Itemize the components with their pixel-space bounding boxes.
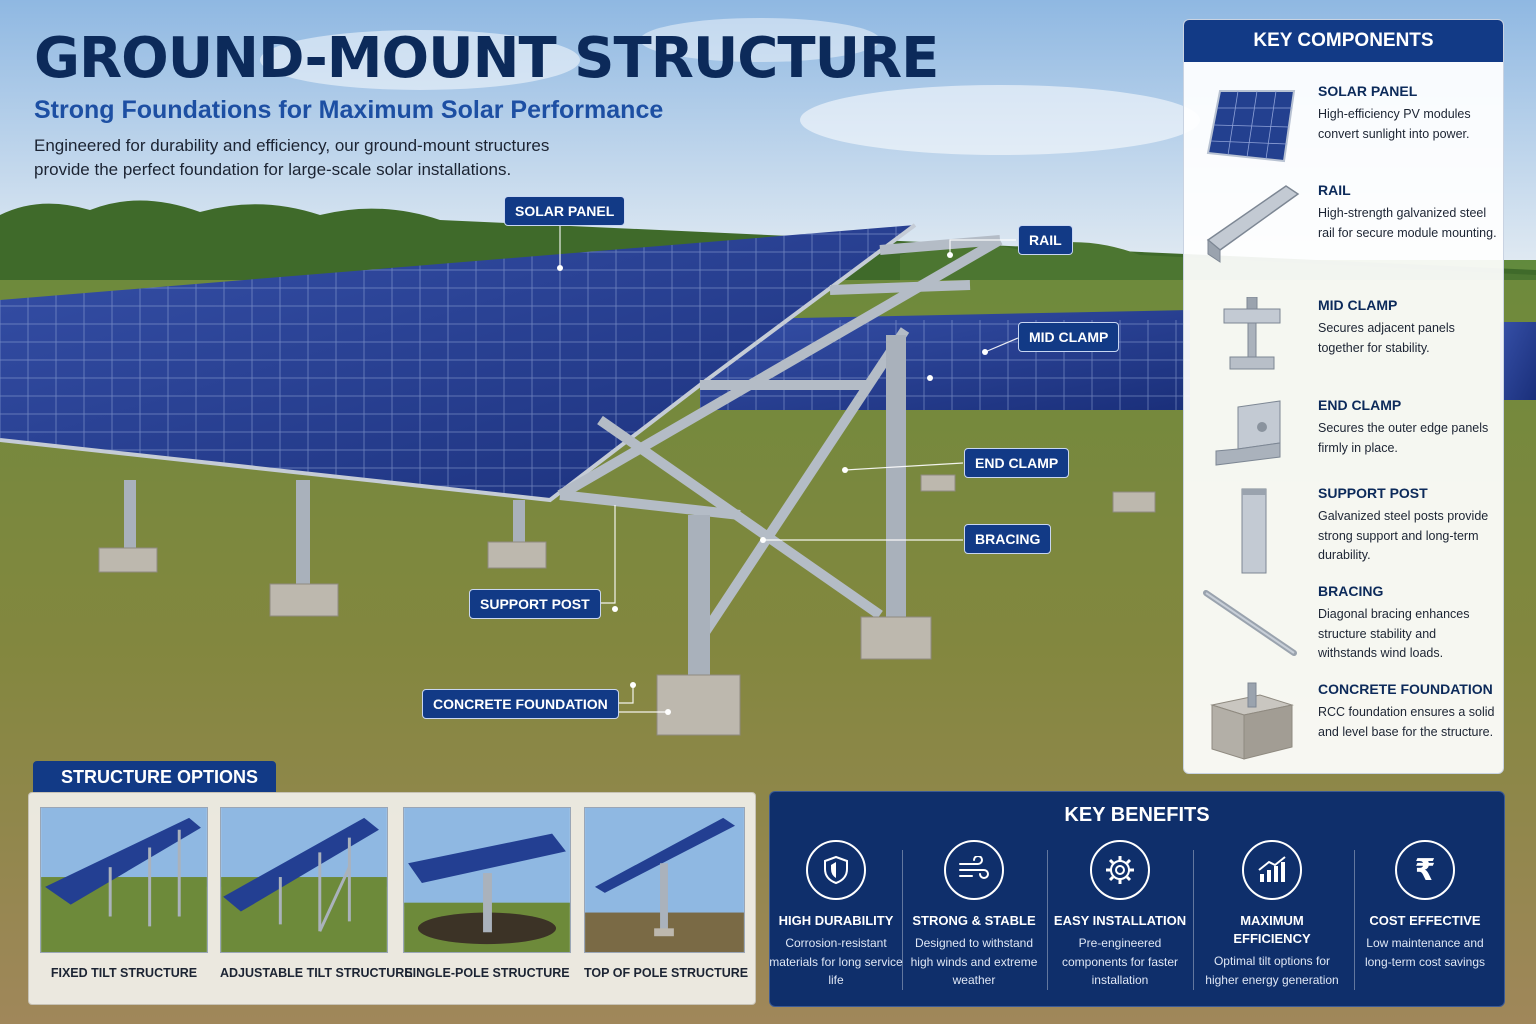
- mid-clamp-icon: [1223, 297, 1281, 370]
- component-desc: Secures the outer edge panels firmly in …: [1318, 421, 1489, 455]
- component-name: SOLAR PANEL: [1318, 83, 1418, 99]
- adjustable-tilt-photo: [220, 807, 388, 953]
- component-name: CONCRETE FOUNDATION: [1318, 681, 1493, 697]
- benefit-item: MAXIMUM EFFICIENCY Optimal tilt options …: [1202, 840, 1342, 989]
- structure-option-card[interactable]: ADJUSTABLE TILT STRUCTURE: [220, 807, 413, 980]
- key-components-panel: KEY COMPONENTS SOLAR PANEL High-efficien…: [1183, 19, 1504, 774]
- top-of-pole-photo: [584, 807, 745, 953]
- component-name: SUPPORT POST: [1318, 485, 1428, 501]
- benefit-item: HIGH DURABILITY Corrosion-resistant mate…: [766, 840, 906, 990]
- key-components-title: KEY COMPONENTS: [1184, 20, 1503, 62]
- callout-concrete-foundation: CONCRETE FOUNDATION: [422, 689, 619, 719]
- callout-solar-panel: SOLAR PANEL: [504, 196, 626, 226]
- benefit-item: EASY INSTALLATION Pre-engineered compone…: [1050, 840, 1190, 990]
- callout-support-post: SUPPORT POST: [469, 589, 601, 619]
- component-name: MID CLAMP: [1318, 297, 1398, 313]
- wind-icon: [944, 840, 1004, 900]
- structure-options-panel: FIXED TILT STRUCTURE ADJUSTABLE TILT STR…: [28, 792, 756, 1005]
- benefit-title: EASY INSTALLATION: [1053, 913, 1187, 928]
- callout-rail: RAIL: [1018, 225, 1073, 255]
- concrete-foundation-icon: [1210, 682, 1294, 760]
- callout-mid-clamp: MID CLAMP: [1018, 322, 1120, 352]
- gear-icon: [1090, 840, 1150, 900]
- rupee-icon: ₹: [1395, 840, 1455, 900]
- shield-icon: [806, 840, 866, 900]
- benefit-divider: [902, 850, 903, 990]
- component-item: END CLAMP Secures the outer edge panels …: [1184, 397, 1503, 493]
- single-pole-photo: [403, 807, 571, 953]
- page-title: GROUND-MOUNT STRUCTURE: [34, 26, 939, 91]
- benefit-title: COST EFFECTIVE: [1369, 913, 1481, 928]
- structure-option-card[interactable]: FIXED TILT STRUCTURE: [40, 807, 208, 980]
- structure-option-label: ADJUSTABLE TILT STRUCTURE: [220, 966, 413, 980]
- benefit-divider: [1193, 850, 1194, 990]
- component-desc: RCC foundation ensures a solid and level…: [1318, 705, 1495, 739]
- benefit-desc: Designed to withstand high winds and ext…: [910, 936, 1038, 987]
- benefit-item: STRONG & STABLE Designed to withstand hi…: [904, 840, 1044, 990]
- structure-options-title: STRUCTURE OPTIONS: [33, 761, 276, 793]
- component-item: BRACING Diagonal bracing enhances struct…: [1184, 583, 1503, 679]
- benefit-desc: Pre-engineered components for faster ins…: [1061, 936, 1179, 987]
- page-subtitle: Strong Foundations for Maximum Solar Per…: [34, 96, 664, 124]
- structure-option-label: TOP OF POLE STRUCTURE: [584, 966, 749, 980]
- support-post-icon: [1241, 488, 1267, 574]
- key-benefits-panel: KEY BENEFITS HIGH DURABILITY Corrosion-r…: [769, 791, 1505, 1007]
- callout-bracing: BRACING: [964, 524, 1052, 554]
- solar-panel-icon: [1206, 90, 1296, 163]
- structure-option-card[interactable]: TOP OF POLE STRUCTURE: [584, 807, 749, 980]
- component-name: RAIL: [1318, 182, 1351, 198]
- structure-option-label: FIXED TILT STRUCTURE: [50, 966, 198, 980]
- component-item: RAIL High-strength galvanized steel rail…: [1184, 182, 1503, 278]
- growth-chart-icon: [1242, 840, 1302, 900]
- benefit-divider: [1354, 850, 1355, 990]
- intro-text: Engineered for durability and efficiency…: [34, 136, 550, 179]
- component-item: SUPPORT POST Galvanized steel posts prov…: [1184, 485, 1503, 581]
- benefit-desc: Optimal tilt options for higher energy g…: [1205, 954, 1339, 987]
- bracing-icon: [1203, 590, 1297, 656]
- key-benefits-title: KEY BENEFITS: [1064, 804, 1210, 826]
- structure-option-label: SINGLE-POLE STRUCTURE: [404, 966, 570, 980]
- component-name: END CLAMP: [1318, 397, 1402, 413]
- fixed-tilt-photo: [40, 807, 208, 953]
- component-item: MID CLAMP Secures adjacent panels togeth…: [1184, 297, 1503, 393]
- end-clamp-icon: [1215, 400, 1281, 466]
- benefit-divider: [1047, 850, 1048, 990]
- rail-icon: [1206, 185, 1300, 263]
- benefit-title: HIGH DURABILITY: [778, 913, 894, 928]
- benefit-desc: Corrosion-resistant materials for long s…: [769, 936, 903, 987]
- structure-option-card[interactable]: SINGLE-POLE STRUCTURE: [403, 807, 571, 980]
- component-desc: High-efficiency PV modules convert sunli…: [1318, 107, 1471, 141]
- component-item: CONCRETE FOUNDATION RCC foundation ensur…: [1184, 681, 1503, 773]
- component-desc: Secures adjacent panels together for sta…: [1318, 321, 1455, 355]
- benefit-title: STRONG & STABLE: [912, 913, 1036, 928]
- component-name: BRACING: [1318, 583, 1384, 599]
- benefit-title: MAXIMUM EFFICIENCY: [1233, 913, 1311, 946]
- component-item: SOLAR PANEL High-efficiency PV modules c…: [1184, 83, 1503, 179]
- component-desc: Galvanized steel posts provide strong su…: [1318, 509, 1489, 562]
- component-desc: High-strength galvanized steel rail for …: [1318, 206, 1497, 240]
- component-desc: Diagonal bracing enhances structure stab…: [1318, 607, 1470, 660]
- callout-end-clamp: END CLAMP: [964, 448, 1070, 478]
- benefit-item: ₹ COST EFFECTIVE Low maintenance and lon…: [1355, 840, 1495, 971]
- benefit-desc: Low maintenance and long-term cost savin…: [1364, 936, 1486, 969]
